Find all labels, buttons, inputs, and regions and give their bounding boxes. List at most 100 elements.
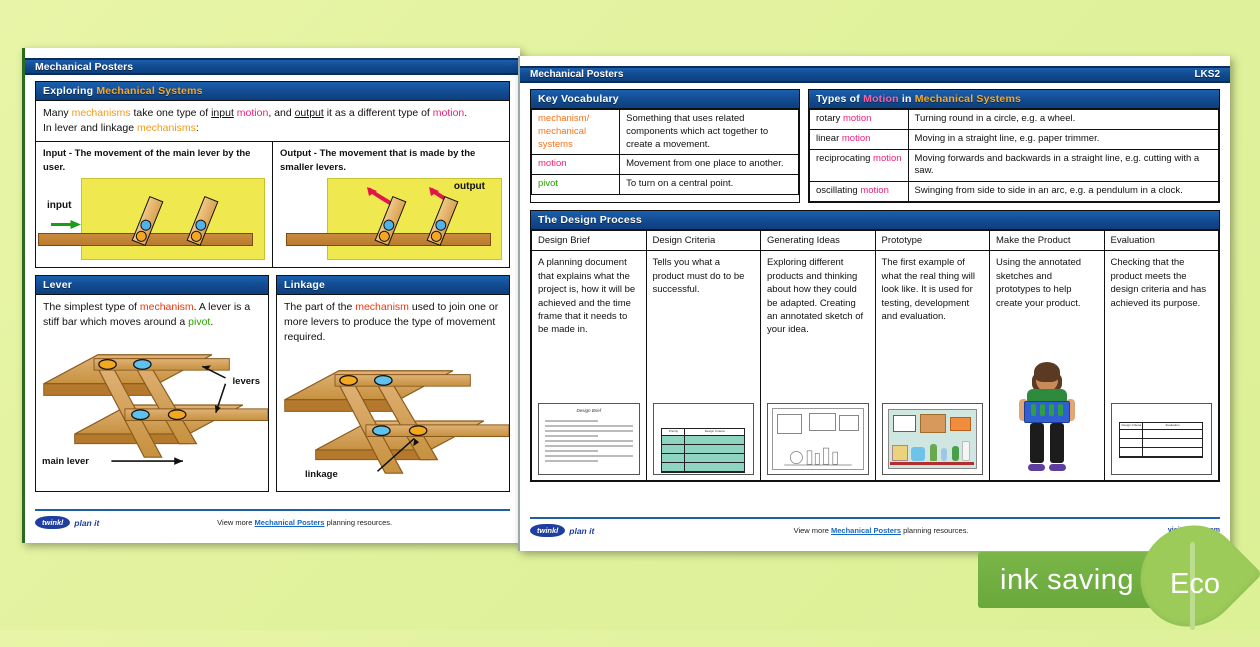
mini-row [662, 453, 745, 463]
mini-row [1120, 439, 1203, 449]
planit-wordmark: plan it [569, 525, 595, 536]
lever-linkage-row: Lever The simplest type of mechanism. A … [35, 275, 510, 492]
table-thumbnail: Priority Design Criteria [652, 403, 754, 476]
word-motion: motion [236, 107, 269, 119]
pivot-pin-orange [134, 229, 149, 244]
red-curved-arrow-icon [366, 187, 392, 206]
twinkl-logo[interactable]: twinkl plan it [530, 524, 594, 537]
footer-view-more: View more Mechanical Posters planning re… [793, 526, 969, 535]
green-arrow-icon [51, 220, 81, 230]
motion-definition: Turning round in a circle, e.g. a wheel. [907, 109, 1220, 130]
table-header-row: Design Brief Design Criteria Generating … [531, 230, 1219, 252]
linkage-header: Linkage [277, 276, 509, 296]
mini-col-header: Design Criteria [704, 428, 725, 433]
dp-body-text: Tells you what a product must do to be s… [652, 257, 745, 296]
thumb-line [545, 425, 633, 428]
mini-col-header: Design Criteria [1121, 423, 1144, 430]
mini-row [1120, 430, 1203, 440]
document-thumbnail: Design Brief [538, 403, 640, 476]
exploring-paragraph: Many mechanisms take one type of input m… [43, 107, 468, 135]
section-exploring-mechanical-systems: Exploring Mechanical Systems Many mechan… [35, 81, 510, 269]
exploring-header: Exploring Mechanical Systems [36, 82, 509, 101]
vocab-term: motion [530, 154, 621, 176]
thumb-line [545, 435, 598, 438]
word-input: input [211, 107, 234, 119]
poster-left-footer: twinkl plan it View more Mechanical Post… [35, 509, 510, 529]
input-caption: Input - The movement of the main lever b… [43, 148, 251, 173]
types-of-motion-table: rotary motion Turning round in a circle,… [809, 109, 1220, 203]
mini-row [662, 435, 745, 445]
thumb-title: Design Brief [576, 408, 601, 414]
word-mechanisms-3: mechanisms [136, 122, 196, 135]
sketch-thumbnail [767, 403, 869, 476]
poster-right-footer: twinkl plan it View more Mechanical Post… [530, 517, 1220, 537]
dp-body-text: Exploring different products and thinkin… [767, 257, 864, 336]
linkage-label: linkage [305, 468, 338, 480]
dp-col-header: Design Criteria [645, 230, 761, 252]
motion-term: rotary motion [809, 109, 909, 130]
person-illustration [996, 362, 1098, 475]
footer-view-more: View more Mechanical Posters planning re… [217, 518, 393, 527]
input-output-row: Input - The movement of the main lever b… [36, 141, 509, 268]
pivot-pin-orange [188, 229, 204, 244]
twinkl-wordmark: twinkl [35, 516, 71, 529]
input-mechanism-diagram [38, 178, 265, 261]
word-motion-2: motion [432, 107, 465, 119]
exploring-header-accent: Mechanical Systems [96, 85, 203, 97]
thumb-line [545, 445, 633, 448]
main-lever-label: main lever [42, 456, 89, 468]
section-lever: Lever The simplest type of mechanism. A … [35, 275, 269, 492]
design-process-table: Design Brief Design Criteria Generating … [531, 230, 1219, 482]
footer-resource-link[interactable]: Mechanical Posters [254, 518, 325, 527]
table-row: motion Movement from one place to anothe… [530, 154, 799, 176]
word-mechanism: mechanism [139, 301, 194, 314]
poster-right-title: Mechanical Posters [530, 69, 624, 80]
footer-resource-link[interactable]: Mechanical Posters [830, 526, 902, 535]
output-mechanism-diagram: output [286, 178, 502, 261]
thumb-line [545, 450, 598, 453]
levers-label: levers [232, 376, 260, 388]
dp-cell-prototype: The first example of what the real thing… [874, 250, 990, 482]
dp-col-header: Design Brief [531, 230, 647, 252]
dp-col-header: Generating Ideas [760, 230, 876, 252]
thumb-line [545, 460, 598, 463]
lever-linkage-svg [43, 354, 268, 466]
table-row: reciprocating motion Moving forwards and… [809, 148, 1220, 183]
dp-cell-evaluation: Checking that the product meets the desi… [1103, 250, 1219, 482]
vocab-definition: To turn on a central point. [619, 174, 799, 196]
thumb-line [545, 440, 633, 443]
twinkl-logo[interactable]: twinkl plan it [35, 516, 99, 529]
vocab-motion-row: Key Vocabulary mechanism/ mechanical sys… [530, 89, 1220, 210]
poster-left-title: Mechanical Posters [35, 60, 134, 73]
dp-body-text: The first example of what the real thing… [881, 257, 975, 322]
footer-divider [35, 509, 510, 511]
poster-right-body: Key Vocabulary mechanism/ mechanical sys… [520, 83, 1230, 483]
output-cell: Output - The movement that is made by th… [272, 142, 509, 268]
input-label: input [47, 200, 72, 212]
key-stage-badge: LKS2 [1194, 69, 1220, 80]
motion-definition: Moving in a straight line, e.g. paper tr… [907, 128, 1220, 150]
dp-col-header: Prototype [874, 230, 990, 252]
table-row: linear motion Moving in a straight line,… [809, 128, 1220, 150]
word-output: output [294, 107, 324, 119]
lever-header: Lever [36, 276, 268, 296]
evaluation-table-thumbnail: Design Criteria Evaluation [1110, 403, 1212, 476]
table-row: A planning document that explains what t… [531, 250, 1219, 482]
section-design-process: The Design Process Design Brief Design C… [530, 210, 1220, 483]
motion-term: reciprocating motion [809, 148, 909, 183]
lever-diagram: levers main lever [36, 335, 268, 476]
motion-term: oscillating motion [809, 181, 909, 203]
poster-right-title-bar: Mechanical Posters LKS2 [520, 66, 1230, 83]
linkage-diagram: linkage [277, 350, 509, 491]
dp-cell-make-the-product: Using the annotated sketches and prototy… [989, 250, 1105, 482]
vocab-term: mechanism/ mechanical systems [530, 108, 621, 156]
word-mechanism: mechanism [355, 301, 409, 314]
sketch-lines-icon [783, 447, 852, 465]
motion-definition: Moving forwards and backwards in a strai… [907, 148, 1220, 183]
output-label: output [453, 181, 485, 193]
vocab-definition: Movement from one place to another. [619, 154, 799, 176]
leaf-vein [1190, 542, 1195, 630]
key-vocabulary-header: Key Vocabulary [531, 90, 799, 109]
motion-definition: Swinging from side to side in an arc, e.… [907, 181, 1220, 203]
dp-col-header: Make the Product [989, 230, 1105, 252]
